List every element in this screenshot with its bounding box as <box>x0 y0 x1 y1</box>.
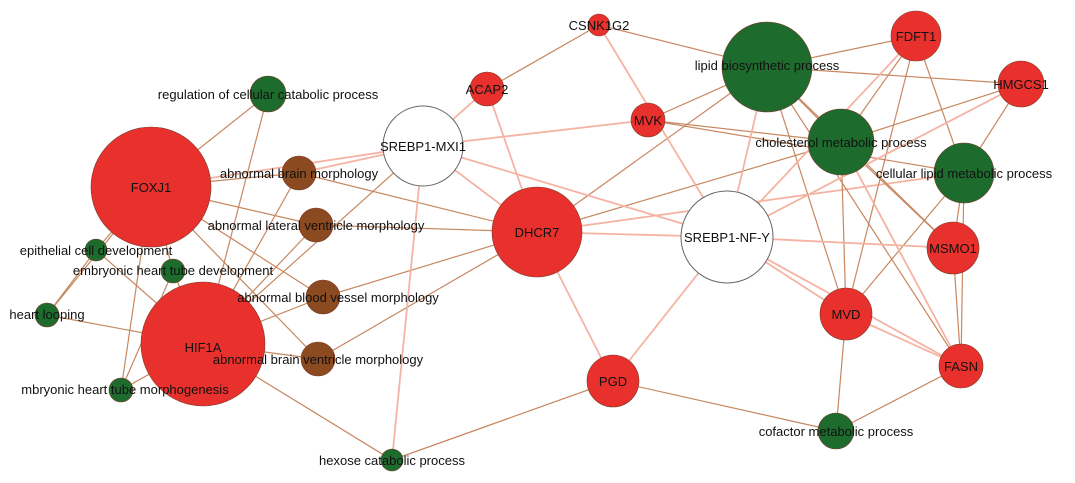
node-brain-morph[interactable] <box>281 155 317 191</box>
label-emb-tube-morph: mbryonic heart tube morphogenesis <box>21 382 229 397</box>
label-srebp1-mxi1: SREBP1-MXI1 <box>380 139 466 154</box>
node-epi-dev[interactable] <box>84 238 108 262</box>
label-mvd: MVD <box>832 307 861 322</box>
label-dhcr7: DHCR7 <box>515 225 560 240</box>
edge-MVK-cell_lipid <box>647 119 965 174</box>
edge-SREBP1_NFY-HMGCS1 <box>726 83 1022 238</box>
label-lat-vent: abnormal lateral ventricle morphology <box>208 218 425 233</box>
label-csnk1g2: CSNK1G2 <box>569 18 630 33</box>
edge-FASN-cofactor <box>835 365 962 432</box>
node-fdft1[interactable] <box>890 10 942 62</box>
label-lipid-bio: lipid biosynthetic process <box>695 58 840 73</box>
node-reg-cat[interactable] <box>249 75 287 113</box>
label-heart-loop: heart looping <box>9 307 84 322</box>
label-hexose: hexose catabolic process <box>319 453 465 468</box>
edge-PGD-cofactor <box>612 380 837 432</box>
edge-FASN-lipid_bio <box>766 66 962 367</box>
label-hif1a: HIF1A <box>185 340 222 355</box>
node-hif1a[interactable] <box>140 281 266 407</box>
node-hexose[interactable] <box>380 448 404 472</box>
node-acap2[interactable] <box>469 71 505 107</box>
node-layer <box>34 10 1045 472</box>
label-brain-morph: abnormal brain morphology <box>220 166 379 181</box>
edge-PGD-hexose <box>391 380 614 461</box>
node-csnk1g2[interactable] <box>587 13 611 37</box>
node-srebp1-mxi1[interactable] <box>382 105 464 187</box>
node-emb-tube-dev[interactable] <box>160 258 186 284</box>
edge-DHCR7-lipid_bio <box>536 66 768 233</box>
node-brain-vent[interactable] <box>300 341 336 377</box>
label-mvk: MVK <box>634 113 663 128</box>
node-mvd[interactable] <box>819 287 873 341</box>
label-foxj1: FOXJ1 <box>131 180 171 195</box>
label-cell-lipid: cellular lipid metabolic process <box>876 166 1053 181</box>
label-fasn: FASN <box>944 359 978 374</box>
label-epi-dev: epithelial cell development <box>20 243 173 258</box>
label-reg-cat: regulation of cellular catabolic process <box>158 87 379 102</box>
node-blood-vessel[interactable] <box>305 279 341 315</box>
node-foxj1[interactable] <box>90 126 212 248</box>
node-dhcr7[interactable] <box>491 186 583 278</box>
edge-SREBP1_MXI1-hexose <box>391 145 424 461</box>
label-hmgcs1: HMGCS1 <box>993 77 1049 92</box>
label-srebp1-nfy: SREBP1-NF-Y <box>684 230 770 245</box>
node-lat-vent[interactable] <box>298 207 334 243</box>
node-chol-met[interactable] <box>807 108 875 176</box>
node-lipid-bio[interactable] <box>721 21 813 113</box>
label-brain-vent: abnormal brain ventricle morphology <box>213 352 424 367</box>
node-srebp1-nfy[interactable] <box>680 190 774 284</box>
edge-SREBP1_MXI1-SREBP1_NFY <box>422 145 728 238</box>
node-heart-loop[interactable] <box>34 302 60 328</box>
node-fasn[interactable] <box>938 343 984 389</box>
edge-DHCR7-chol_met <box>536 141 842 233</box>
node-hmgcs1[interactable] <box>997 60 1045 108</box>
node-cell-lipid[interactable] <box>933 142 995 204</box>
edge-epi_dev-heart_loop <box>46 249 97 316</box>
label-chol-met: cholesterol metabolic process <box>755 135 927 150</box>
label-emb-tube-dev: embryonic heart tube development <box>73 263 274 278</box>
label-msmo1: MSMO1 <box>929 241 977 256</box>
label-blood-vessel: abnormal blood vessel morphology <box>237 290 439 305</box>
label-fdft1: FDFT1 <box>896 29 936 44</box>
edge-chol_met-FASN <box>840 141 962 367</box>
node-emb-tube-morph[interactable] <box>108 377 134 403</box>
node-cofactor[interactable] <box>817 412 855 450</box>
label-acap2: ACAP2 <box>466 82 509 97</box>
edge-FDFT1-MVD <box>845 35 917 315</box>
label-pgd: PGD <box>599 374 627 389</box>
node-msmo1[interactable] <box>926 221 980 275</box>
label-cofactor: cofactor metabolic process <box>759 424 914 439</box>
edge-ACAP2-CSNK1G2 <box>486 24 600 90</box>
edge-MVD-cell_lipid <box>845 172 965 315</box>
node-mvk[interactable] <box>630 102 666 138</box>
node-pgd[interactable] <box>586 354 640 408</box>
